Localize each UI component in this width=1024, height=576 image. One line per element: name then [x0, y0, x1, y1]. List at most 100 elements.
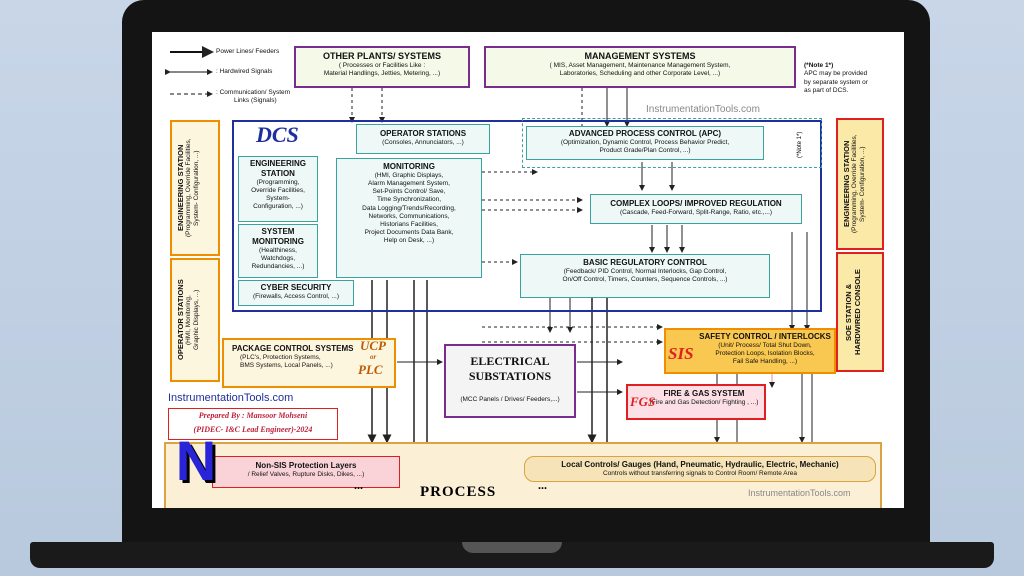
system-monitoring-title1: SYSTEM [261, 227, 295, 236]
diagram-screen: Power Lines/ Feeders : Hardwired Signals… [152, 32, 904, 508]
prepared-by: Prepared By : Mansoor Mohseni (PIDEC- I&… [168, 408, 338, 440]
left-engineering-title: ENGINEERING STATION [176, 144, 185, 232]
watermark-bottom: InstrumentationTools.com [748, 488, 851, 498]
sis-title: SAFETY CONTROL / INTERLOCKS [699, 332, 831, 341]
management-title: MANAGEMENT SYSTEMS [584, 51, 696, 61]
monitoring-box: MONITORING (HMI, Graphic Displays, Alarm… [336, 158, 482, 278]
dcs-engineering-line: Override Facilities, [251, 187, 305, 195]
basic-control-line2: On/Off Control, Timers, Counters, Sequen… [562, 276, 728, 284]
system-monitoring-line: Watchdogs, [260, 255, 296, 263]
dcs-engineering-title2: STATION [261, 169, 295, 178]
left-engineering-line1: (Programming, Override Facilities, [185, 138, 192, 238]
other-plants-title: OTHER PLANTS/ SYSTEMS [322, 51, 441, 61]
right-engineering-line1: (Programming, Override Facilities, [851, 134, 858, 234]
note1-line3: as part of DCS. [804, 87, 849, 95]
electrical-line1: (MCC Panels / Drives/ Feeders,...) [460, 396, 560, 403]
note1-line1: APC may be provided [804, 70, 868, 78]
monitoring-line: Set-Points Control/ Save, [372, 188, 446, 196]
other-plants-line1: ( Processes or Facilities Like : [338, 62, 426, 70]
legend-power: Power Lines/ Feeders [216, 48, 280, 55]
monitoring-line: Alarm Management System, [367, 180, 450, 188]
complex-loops-title: COMPLEX LOOPS/ IMPROVED REGULATION [610, 199, 782, 208]
left-operator-line1: (HMI, Monitoring, [185, 295, 192, 345]
system-monitoring-line: Redundancies, ...) [251, 263, 305, 271]
ucp-label: UCP [360, 338, 386, 353]
package-line1: (PLC's, Protection Systems, [240, 354, 321, 361]
apc-box: ADVANCED PROCESS CONTROL (APC) (Optimiza… [526, 126, 764, 160]
non-sis-title: Non-SIS Protection Layers [255, 461, 357, 470]
laptop-notch [462, 542, 562, 553]
note1: (*Note 1*) APC may be provided by separa… [804, 62, 900, 96]
dcs-label: DCS [256, 122, 299, 147]
fgs-line1: (Fire and Gas Detection/ Fighting , ...) [649, 399, 759, 406]
right-engineering-text: ENGINEERING STATION (Programming, Overri… [842, 124, 880, 244]
or-label: or [370, 353, 377, 361]
left-operator-line2: Graphic Displays, ...) [192, 289, 200, 351]
operator-stations-line1: (Consoles, Annunciators, ...) [382, 139, 464, 146]
watermark-left: InstrumentationTools.com [168, 392, 294, 404]
basic-control-box: BASIC REGULATORY CONTROL (Feedback/ PID … [520, 254, 770, 298]
legend-comm-2: Links (Signals) [234, 97, 277, 104]
dcs-engineering-box: ENGINEERING STATION (Programming, Overri… [238, 156, 318, 222]
dcs-engineering-line: System- [266, 195, 290, 203]
sis-line: Fail Safe Handling, ...) [732, 358, 798, 366]
package-control-box: PACKAGE CONTROL SYSTEMS (PLC's, Protecti… [222, 338, 396, 388]
left-operator-box: OPERATOR STATIONS (HMI, Monitoring, Grap… [170, 258, 220, 382]
monitoring-line: Data Logging/Trends/Recording, [362, 204, 456, 212]
monitoring-line: Time Synchronization, [376, 196, 442, 204]
note1-line2: by separate system or [804, 78, 868, 86]
legend-hardwired: : Hardwired Signals [216, 68, 273, 75]
legend-comm-1: : Communication/ System [216, 89, 291, 96]
local-controls-box: Local Controls/ Gauges (Hand, Pneumatic,… [524, 456, 876, 482]
right-soe-text: SOE STATION & HARDWIRED CONSOLE [844, 258, 878, 366]
left-engineering-line2: System- Configuration, ...) [192, 150, 200, 226]
other-plants-line2: Material Handlings, Jetties, Metering, .… [323, 70, 441, 78]
left-operator-text: OPERATOR STATIONS (HMI, Monitoring, Grap… [176, 264, 216, 376]
fgs-box: FIRE & GAS SYSTEM (Fire and Gas Detectio… [626, 384, 766, 420]
monitoring-line: Networks, Communications, [368, 212, 450, 220]
management-line2: Laboratories, Scheduling and other Corpo… [559, 70, 721, 78]
right-soe-box: SOE STATION & HARDWIRED CONSOLE [836, 252, 884, 372]
non-sis-line1: / Relief Valves, Rupture Disks, Dikes, .… [247, 471, 365, 478]
left-engineering-box: ENGINEERING STATION (Programming, Overri… [170, 120, 220, 256]
sis-line: Protection Loops, Isolation Blocks, [715, 350, 815, 358]
right-engineering-box: ENGINEERING STATION (Programming, Overri… [836, 118, 884, 250]
process-dots-left: ... [354, 478, 363, 492]
dcs-engineering-line: Configuration, ...) [253, 203, 303, 211]
process-title: PROCESS [420, 484, 497, 500]
operator-stations-title: OPERATOR STATIONS [379, 129, 467, 138]
management-box: MANAGEMENT SYSTEMS ( MIS, Asset Manageme… [484, 46, 796, 88]
prepared-line1: Prepared By : Mansoor Mohseni [198, 411, 308, 420]
apc-dashed-frame [522, 118, 822, 168]
other-plants-box: OTHER PLANTS/ SYSTEMS ( Processes or Fac… [294, 46, 470, 88]
complex-loops-line1: (Cascade, Feed-Forward, Split-Range, Rat… [619, 209, 773, 216]
package-line2: BMS Systems, Local Panels, ...) [240, 362, 333, 370]
left-engineering-text: ENGINEERING STATION (Programming, Overri… [176, 126, 216, 250]
apc-line1: (Optimization, Dynamic Control, Process … [560, 139, 730, 146]
monitoring-line: Historians Facilities, [380, 220, 438, 228]
note1-title: (*Note 1*) [804, 62, 834, 69]
operator-stations-box: OPERATOR STATIONS (Consoles, Annunciator… [356, 124, 490, 154]
basic-control-title: BASIC REGULATORY CONTROL [583, 258, 707, 267]
management-line1: ( MIS, Asset Management, Maintenance Man… [549, 62, 731, 70]
sis-box: SAFETY CONTROL / INTERLOCKS (Unit/ Proce… [664, 328, 836, 374]
monitoring-line: Project Documents Data Bank, [364, 228, 454, 236]
package-title: PACKAGE CONTROL SYSTEMS [232, 344, 354, 353]
local-line1: Controls without transferring signals to… [602, 470, 797, 477]
dcs-engineering-title1: ENGINEERING [249, 159, 306, 168]
system-monitoring-line: (Healthiness, [259, 247, 297, 254]
right-engineering-line2: System- Configuration, ...) [858, 146, 866, 222]
left-operator-title: OPERATOR STATIONS [176, 279, 185, 361]
plc-label: PLC [358, 362, 383, 377]
apc-line2: Product Grade/Plan Control, ...) [599, 147, 691, 155]
local-title: Local Controls/ Gauges (Hand, Pneumatic,… [561, 460, 839, 469]
watermark-top: InstrumentationTools.com [646, 104, 760, 115]
note1-side: (*Note 1*) [797, 131, 803, 159]
system-monitoring-title2: MONITORING [252, 237, 304, 246]
cyber-security-box: CYBER SECURITY (Firewalls, Access Contro… [238, 280, 354, 306]
prepared-line2: (PIDEC- I&C Lead Engineer)-2024 [193, 425, 313, 434]
non-sis-box: Non-SIS Protection Layers / Relief Valve… [212, 456, 400, 488]
complex-loops-box: COMPLEX LOOPS/ IMPROVED REGULATION (Casc… [590, 194, 802, 224]
monitoring-line: Help on Desk, ...) [383, 237, 435, 244]
system-monitoring-box: SYSTEM MONITORING (Healthiness, Watchdog… [238, 224, 318, 278]
